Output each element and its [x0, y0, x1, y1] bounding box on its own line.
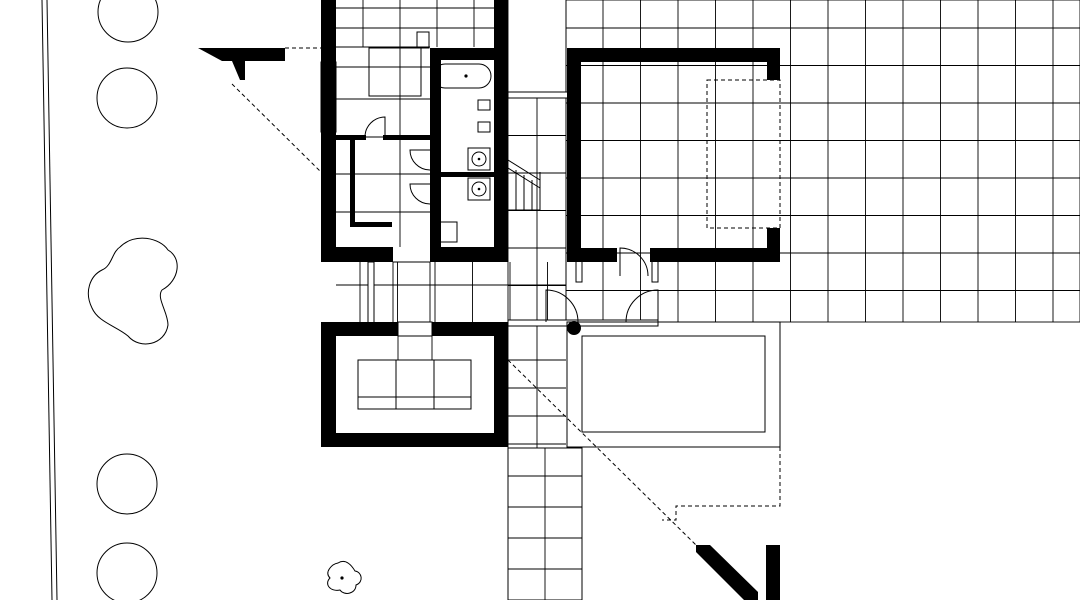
terrace-grid	[565, 0, 1080, 323]
living-room	[567, 48, 781, 277]
property-boundary	[41, 0, 58, 600]
sofa	[357, 359, 472, 410]
tree-circle	[96, 67, 158, 129]
shrub	[87, 237, 178, 345]
door-swing	[619, 247, 649, 277]
vanity	[368, 47, 422, 97]
tree-circle	[96, 542, 158, 600]
south-wing	[321, 321, 508, 447]
fireplace-outline	[706, 79, 781, 229]
door-swing	[409, 183, 431, 205]
sink-icon	[467, 177, 491, 201]
swimming-pool	[566, 321, 781, 521]
north-wing	[320, 0, 508, 262]
entrance-doors	[545, 289, 659, 335]
section-markers	[198, 47, 780, 600]
small-shrub	[327, 560, 362, 594]
tree-circle	[97, 0, 159, 43]
door-swing	[409, 149, 431, 171]
tree-circle	[96, 453, 158, 515]
stair	[507, 159, 541, 211]
toilet-icon	[436, 221, 458, 243]
sink-icon	[467, 147, 491, 171]
door-swing	[364, 116, 386, 138]
bathtub-icon	[432, 63, 492, 89]
column	[567, 321, 581, 335]
trees	[87, 0, 362, 600]
